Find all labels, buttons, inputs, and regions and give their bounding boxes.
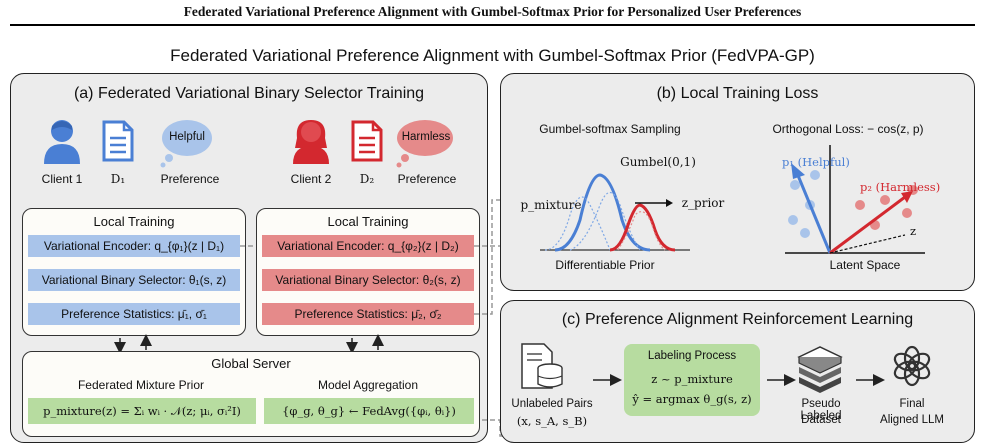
client2-document-icon bbox=[351, 120, 383, 162]
binary-selector-2: Variational Binary Selector: θ₂(s, z) bbox=[262, 269, 474, 291]
client1-dataset: D₁ bbox=[110, 172, 126, 186]
p-mixture-label: p_mixture bbox=[520, 198, 582, 212]
unlabeled-pairs-label: Unlabeled Pairs bbox=[511, 398, 593, 410]
client1-thought-bubble-icon bbox=[160, 120, 212, 168]
differentiable-prior-label: Differentiable Prior bbox=[555, 258, 655, 272]
local-training-1-title: Local Training bbox=[93, 214, 175, 229]
unlabeled-pairs-vars: (x, s_A, s_B) bbox=[516, 414, 588, 428]
final-llm-line2: Aligned LLM bbox=[880, 414, 944, 426]
model-aggregation-label: Model Aggregation bbox=[317, 378, 419, 392]
final-llm-line1: Final bbox=[899, 398, 925, 410]
gumbel-distribution-plot bbox=[540, 173, 690, 252]
main-title: Federated Variational Preference Alignme… bbox=[170, 46, 815, 65]
preference-stats-1: Preference Statistics: μ̄₁, σ̄₁ bbox=[28, 303, 240, 325]
gumbel-sampling-title: Gumbel-softmax Sampling bbox=[539, 122, 681, 136]
client2-preference-label: Preference bbox=[397, 172, 457, 186]
z-prior-label: z_prior bbox=[681, 196, 725, 210]
pseudo-labeled-line1: Pseudo Labeled bbox=[800, 398, 842, 422]
labeling-process-title: Labeling Process bbox=[647, 350, 737, 362]
pseudo-dataset-icon bbox=[797, 346, 843, 393]
global-server-title: Global Server bbox=[211, 356, 291, 371]
client1-document-icon bbox=[102, 120, 134, 162]
p1-helpful-label: p₁ (Helpful) bbox=[782, 155, 850, 169]
panel-c-title: (c) Preference Alignment Reinforcement L… bbox=[561, 311, 914, 328]
model-aggregation-formula: {φ_g, θ_g} ← FedAvg({φᵢ, θᵢ}) bbox=[264, 398, 474, 424]
latent-space-label: Latent Space bbox=[829, 258, 901, 272]
client1-name: Client 1 bbox=[41, 172, 83, 186]
variational-encoder-1: Variational Encoder: q_{φ₁}(z | D₁) bbox=[28, 235, 240, 257]
orthogonal-loss-title: Orthogonal Loss: − cos(z, p) bbox=[772, 122, 924, 136]
client2-name: Client 2 bbox=[290, 172, 332, 186]
pseudo-labeled-line2: Dataset bbox=[801, 414, 841, 426]
preference-stats-2: Preference Statistics: μ̄₂, σ̄₂ bbox=[262, 303, 474, 325]
binary-selector-1: Variational Binary Selector: θ₁(s, z) bbox=[28, 269, 240, 291]
client2-thought-bubble-icon bbox=[396, 120, 453, 168]
local-training-2-title: Local Training bbox=[327, 214, 409, 229]
labeling-eq-sample: z ~ p_mixture bbox=[651, 372, 733, 386]
header-rule bbox=[10, 24, 975, 26]
labeling-eq-argmax: ŷ = argmax θ_g(s, z) bbox=[632, 392, 752, 406]
variational-encoder-2: Variational Encoder: q_{φ₂}(z | D₂) bbox=[262, 235, 474, 257]
gumbel-label: Gumbel(0,1) bbox=[620, 155, 696, 169]
client2-bubble-text: Harmless bbox=[401, 131, 451, 143]
panel-a-title: (a) Federated Variational Binary Selecto… bbox=[73, 85, 425, 102]
unlabeled-pairs-icon bbox=[521, 343, 563, 389]
client2-user-icon bbox=[293, 120, 329, 164]
latent-space-plot bbox=[785, 145, 925, 255]
client1-user-icon bbox=[44, 120, 80, 164]
llm-logo-icon bbox=[893, 345, 931, 387]
z-label: z bbox=[910, 224, 917, 238]
paper-header: Federated Variational Preference Alignme… bbox=[183, 4, 802, 19]
client1-bubble-text: Helpful bbox=[169, 131, 205, 143]
mixture-prior-formula: p_mixture(z) = Σᵢ wᵢ · 𝒩(z; μᵢ, σᵢ²I) bbox=[28, 398, 256, 424]
mixture-prior-label: Federated Mixture Prior bbox=[77, 378, 205, 392]
p2-harmless-label: p₂ (Harmless) bbox=[860, 180, 941, 194]
labeling-process-box bbox=[624, 344, 760, 416]
panel-b-title: (b) Local Training Loss bbox=[656, 85, 819, 102]
client1-preference-label: Preference bbox=[160, 172, 220, 186]
client2-dataset: D₂ bbox=[359, 172, 375, 186]
panel-b bbox=[500, 73, 975, 291]
